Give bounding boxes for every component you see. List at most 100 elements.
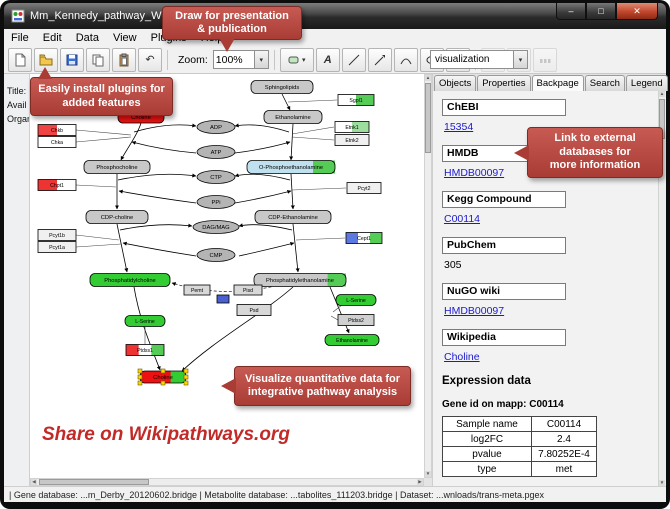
- selection-handle[interactable]: [137, 368, 143, 374]
- distribute-button[interactable]: [532, 47, 557, 72]
- svg-text:Pcyt1a: Pcyt1a: [49, 245, 65, 251]
- vertical-scroll-thumb[interactable]: [425, 83, 431, 153]
- svg-text:Psd: Psd: [250, 308, 259, 314]
- scroll-right-icon[interactable]: ▶: [417, 479, 423, 485]
- scroll-down-icon[interactable]: ▼: [425, 471, 431, 477]
- selection-handle[interactable]: [183, 368, 189, 374]
- menu-bar: File Edit Data View Plugins Help: [4, 29, 666, 47]
- minimize-button[interactable]: –: [556, 3, 586, 20]
- pathway-node[interactable]: [216, 294, 230, 304]
- pathway-node-ethanolamine[interactable]: Ethanolamine: [263, 110, 323, 124]
- pathway-node-etnk2[interactable]: Etnk2: [334, 134, 370, 146]
- tab-backpage[interactable]: Backpage: [531, 75, 584, 92]
- table-row: type met: [442, 461, 597, 477]
- tab-legend[interactable]: Legend: [625, 75, 668, 91]
- pathway-node-cdp-choline[interactable]: CDP-choline: [85, 210, 149, 224]
- selection-handle[interactable]: [183, 374, 189, 380]
- maximize-button[interactable]: □: [586, 3, 616, 20]
- arc-tool-button[interactable]: [393, 47, 418, 72]
- canvas-horizontal-scrollbar[interactable]: ◀ ▶: [30, 478, 424, 486]
- selection-handle[interactable]: [160, 368, 166, 374]
- pathway-node-pemt[interactable]: Pemt: [183, 284, 211, 296]
- pathway-node-chka[interactable]: Chka: [37, 136, 77, 148]
- pathway-node-l-serine[interactable]: L-Serine: [124, 315, 166, 327]
- pathway-node-atp[interactable]: ATP: [196, 145, 236, 159]
- svg-text:Sgpl1: Sgpl1: [349, 98, 362, 104]
- pathway-node-sgpl1[interactable]: Sgpl1: [337, 94, 375, 106]
- title-bar[interactable]: Mm_Kennedy_pathway_WP1771_45176.gpml – □…: [4, 3, 666, 29]
- pathway-node-cmp[interactable]: CMP: [196, 248, 236, 262]
- pathway-node-cept1[interactable]: Cept1: [345, 232, 383, 244]
- pathway-node-l-serine[interactable]: L-Serine: [335, 294, 377, 306]
- pathway-node-pcyt1b[interactable]: Pcyt1b: [37, 229, 77, 241]
- pathway-node-ctp[interactable]: CTP: [196, 170, 236, 184]
- tab-properties[interactable]: Properties: [477, 75, 531, 91]
- close-button[interactable]: ✕: [616, 3, 658, 20]
- panel-vertical-scrollbar[interactable]: ▲ ▼: [658, 91, 666, 486]
- pathway-svg[interactable]: SphingolipidsSgpl1EthanolamineEtnk1Etnk2…: [30, 74, 424, 478]
- tab-objects[interactable]: Objects: [434, 75, 477, 91]
- horizontal-scroll-thumb[interactable]: [39, 479, 149, 485]
- selection-handle[interactable]: [137, 374, 143, 380]
- table-cell: type: [442, 461, 532, 477]
- callout-quantitative-data: Visualize quantitative data for integrat…: [221, 366, 411, 406]
- pathway-node-o-phosphoethanolamine[interactable]: O-Phosphoethanolamine: [246, 160, 336, 174]
- menu-view[interactable]: View: [112, 31, 137, 44]
- pathway-node-pcyt1a[interactable]: Pcyt1a: [37, 241, 77, 253]
- paste-button[interactable]: [112, 47, 136, 72]
- new-button[interactable]: [8, 47, 32, 72]
- zoom-dropdown-icon[interactable]: ▾: [253, 51, 268, 68]
- pathway-node-ppi[interactable]: PPi: [196, 195, 236, 209]
- pathway-node-choline[interactable]: Choline: [137, 368, 189, 386]
- pathway-node-cdp-ethanolamine[interactable]: CDP-Ethanolamine: [254, 210, 332, 224]
- arrow-tool-button[interactable]: [367, 47, 392, 72]
- distribute-icon: [539, 58, 551, 63]
- zoom-combo[interactable]: ▾: [212, 50, 269, 69]
- pathway-node-ethanolamine[interactable]: Ethanolamine: [324, 334, 380, 346]
- wikipedia-link[interactable]: Choline: [444, 351, 480, 363]
- pathway-node-psd[interactable]: Psd: [236, 304, 272, 316]
- pathway-node-phosphocholine[interactable]: Phosphocholine: [83, 160, 151, 174]
- undo-button[interactable]: ↶: [138, 47, 162, 72]
- scroll-up-icon[interactable]: ▲: [425, 75, 431, 81]
- line-icon: [348, 54, 360, 65]
- pathway-node-dag-mag[interactable]: DAG/MAG: [192, 220, 240, 234]
- scroll-left-icon[interactable]: ◀: [31, 479, 37, 485]
- selection-handle[interactable]: [137, 380, 143, 386]
- pathway-node-ptdss1[interactable]: Ptdss1: [125, 344, 165, 356]
- save-button[interactable]: [60, 47, 84, 72]
- pathway-node-chkb[interactable]: Chkb: [37, 124, 77, 136]
- pathway-node-ptdss2[interactable]: Ptdss2: [337, 314, 375, 326]
- menu-file[interactable]: File: [11, 31, 29, 44]
- svg-text:DAG/MAG: DAG/MAG: [202, 225, 230, 231]
- menu-edit[interactable]: Edit: [42, 31, 62, 44]
- copy-button[interactable]: [86, 47, 110, 72]
- selection-handle[interactable]: [183, 380, 189, 386]
- zoom-input[interactable]: [213, 53, 254, 66]
- pathway-node-pisd[interactable]: Pisd: [233, 284, 263, 296]
- pathway-node-phosphatidylethanolamine[interactable]: Phosphatidylethanolamine: [253, 273, 347, 287]
- svg-text:Choline: Choline: [153, 375, 173, 381]
- pathway-node-chpt1[interactable]: Chpt1: [37, 179, 77, 191]
- pathway-node-pcyt2[interactable]: Pcyt2: [346, 182, 382, 194]
- visualization-select[interactable]: visualization ▾: [430, 50, 528, 69]
- pathway-node-sphingolipids[interactable]: Sphingolipids: [250, 80, 314, 94]
- datanode-tool-dropdown[interactable]: ▾: [279, 47, 314, 72]
- callout-line: integrative pathway analysis: [247, 386, 398, 398]
- scroll-up-icon[interactable]: ▲: [659, 91, 665, 97]
- nugo-wiki-link[interactable]: HMDB00097: [444, 305, 505, 317]
- chebi-link[interactable]: 15354: [444, 121, 474, 133]
- pathway-node-etnk1[interactable]: Etnk1: [334, 121, 370, 133]
- pathway-node-phosphatidylcholine[interactable]: Phosphatidylcholine: [89, 273, 171, 287]
- scroll-down-icon[interactable]: ▼: [659, 480, 665, 486]
- kegg-compound-link[interactable]: C00114: [444, 213, 481, 225]
- label-tool-button[interactable]: A: [315, 47, 340, 72]
- canvas-vertical-scrollbar[interactable]: ▲ ▼: [424, 74, 432, 478]
- menu-data[interactable]: Data: [75, 31, 99, 44]
- tab-search[interactable]: Search: [584, 75, 625, 91]
- line-tool-button[interactable]: [341, 47, 366, 72]
- pathway-node-adp[interactable]: ADP: [196, 120, 236, 134]
- hmdb-link[interactable]: HMDB00097: [444, 167, 505, 179]
- selection-handle[interactable]: [160, 380, 166, 386]
